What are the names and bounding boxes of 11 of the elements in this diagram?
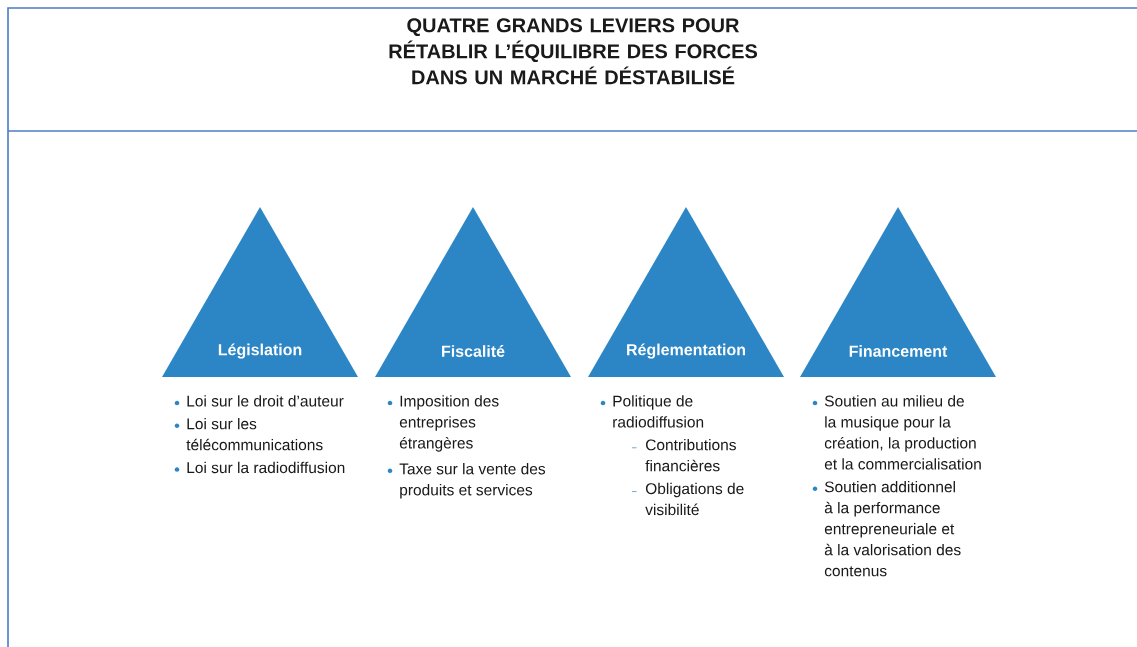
bullet-item: Loi sur la radiodiffusion (174, 461, 345, 474)
bullet-item: Soutien au milieu de la musique pour la création, la production et la commercialisation (812, 395, 981, 470)
bullet-item: Imposition des entreprises étrangères (387, 395, 499, 452)
bullet-item: Loi sur les télécommunications (174, 418, 323, 451)
bullet-item: Taxe sur la vente des produits et services (387, 463, 546, 499)
sub-item: Contributions financières (631, 439, 736, 472)
title: QUATRE GRANDS LEVIERS POUR RÉTABLIR L’ÉQUILIBRE DES FORCES DANS UN MARCHÉ DÉSTABILISÉ (389, 18, 758, 85)
bullet-item: Loi sur le droit d’auteur (174, 395, 344, 407)
sub-item: Obligations de visibilité (631, 482, 744, 516)
bullet-item: Soutien additionnel à la performance entrepreneuriale et à la valorisation des contenus (812, 481, 961, 577)
bullet-item: Politique de radiodiffusion (600, 395, 704, 428)
